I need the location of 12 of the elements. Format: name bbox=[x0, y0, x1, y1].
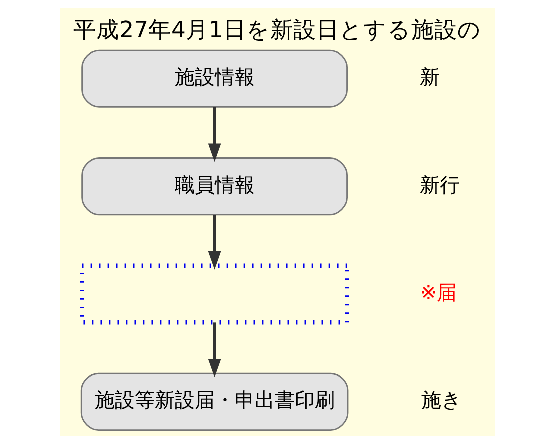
node-box: 施設情報 bbox=[81, 50, 348, 108]
arrow bbox=[208, 107, 221, 162]
diagram-title: 平成27年4月1日を新設日とする施設の bbox=[73, 18, 481, 44]
node-label: ※届 bbox=[420, 282, 456, 305]
node-box bbox=[80, 264, 349, 325]
node-label: 新 bbox=[420, 66, 440, 90]
arrow bbox=[208, 215, 221, 270]
node-label: 新行 bbox=[420, 174, 460, 197]
node-box: 施設等新設届・申出書印刷 bbox=[80, 372, 348, 431]
node-box: 職員情報 bbox=[81, 158, 348, 216]
arrow bbox=[208, 322, 221, 378]
node-label: 施き bbox=[421, 389, 462, 412]
